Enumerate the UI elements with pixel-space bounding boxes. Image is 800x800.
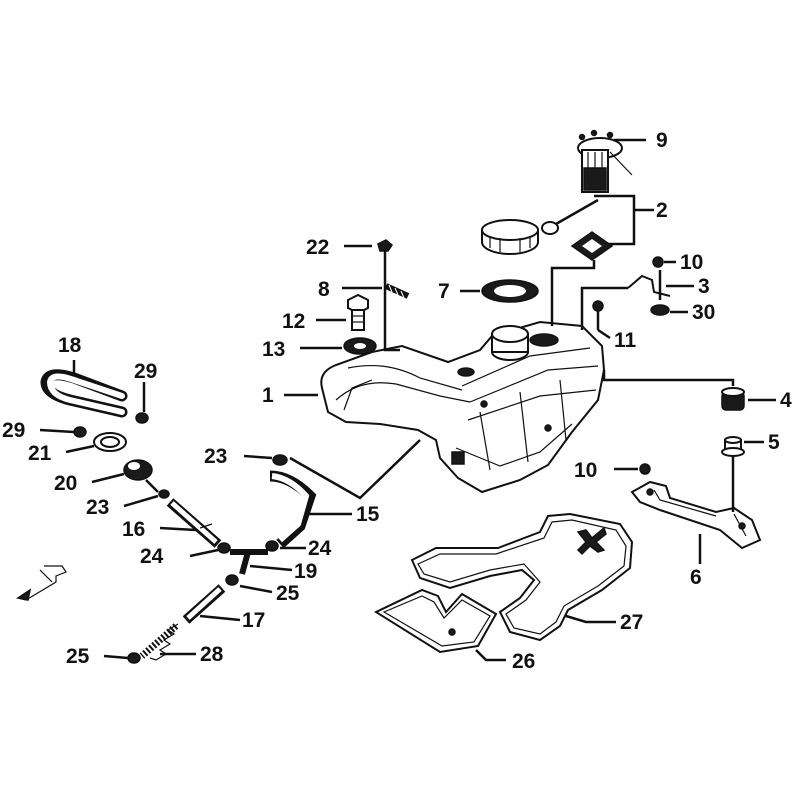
callout-3: 3 xyxy=(698,275,710,298)
callout-10-top: 10 xyxy=(680,251,703,274)
callout-7: 7 xyxy=(438,280,450,303)
part-pump-connector xyxy=(541,198,599,235)
part-bracket-6 xyxy=(630,480,762,550)
part-bolt-22 xyxy=(377,239,393,268)
callout-25-lower: 25 xyxy=(66,645,90,668)
part-tjoint-19 xyxy=(230,549,268,575)
part-fuel-tank xyxy=(320,320,606,494)
callout-17: 17 xyxy=(242,609,265,632)
part-clamp-25-lower xyxy=(127,652,141,664)
callout-16: 16 xyxy=(122,518,145,541)
part-washer-13 xyxy=(343,337,377,355)
part-bolt-12 xyxy=(347,293,369,331)
callout-25-upper: 25 xyxy=(276,582,300,605)
callout-24-left: 24 xyxy=(140,545,164,568)
callout-2: 2 xyxy=(656,199,668,222)
callout-10-bottom: 10 xyxy=(574,459,597,482)
part-gasket xyxy=(570,231,614,261)
callout-22: 22 xyxy=(306,236,329,259)
part-hose-18 xyxy=(40,369,128,418)
part-hose-15 xyxy=(269,470,317,549)
part-clamp-24-right xyxy=(265,540,279,552)
part-fuel-cap xyxy=(481,219,539,255)
part-bracket-3 xyxy=(627,270,671,300)
part-stud-8 xyxy=(384,283,410,299)
part-sheet-26 xyxy=(373,588,498,654)
leader-lines xyxy=(39,138,776,662)
callout-24-right: 24 xyxy=(308,537,332,560)
part-cap-ring xyxy=(481,279,539,303)
callout-12: 12 xyxy=(282,310,305,333)
part-clamp-24-left xyxy=(217,542,231,554)
part-rubber-mount-4 xyxy=(721,387,745,411)
callout-18: 18 xyxy=(58,334,82,357)
callout-29-right: 29 xyxy=(134,360,157,383)
part-nut-10-top xyxy=(652,256,664,268)
part-clamp-29-right xyxy=(135,412,149,424)
callout-9: 9 xyxy=(656,129,668,152)
callout-26: 26 xyxy=(512,650,535,673)
callout-6: 6 xyxy=(690,566,702,589)
callout-20: 20 xyxy=(54,472,77,495)
part-valve-20 xyxy=(123,459,159,493)
part-nut-10-bottom xyxy=(639,463,651,475)
part-small-bracket xyxy=(16,565,67,601)
callout-11: 11 xyxy=(614,329,637,352)
part-fuel-pump xyxy=(577,129,633,193)
callout-21: 21 xyxy=(28,442,52,465)
callout-23-left: 23 xyxy=(86,496,109,519)
part-clamp-23-left xyxy=(158,489,170,499)
part-nut-30 xyxy=(650,304,670,316)
callout-1: 1 xyxy=(262,384,274,407)
part-ring-21 xyxy=(93,432,127,452)
callout-13: 13 xyxy=(262,338,285,361)
part-clamp-29-left xyxy=(73,426,87,438)
callout-29-left: 29 xyxy=(2,419,25,442)
callout-27: 27 xyxy=(620,611,643,634)
part-hose-16 xyxy=(166,498,222,548)
part-hose-17 xyxy=(182,584,226,624)
part-clamp-25-upper xyxy=(225,574,239,586)
callout-4: 4 xyxy=(780,389,792,412)
callout-19: 19 xyxy=(294,560,317,583)
callout-23-upper: 23 xyxy=(204,445,227,468)
part-clamp-23-upper xyxy=(272,454,288,466)
callout-28: 28 xyxy=(200,643,224,666)
callout-5: 5 xyxy=(768,431,780,454)
callout-30: 30 xyxy=(692,301,715,324)
part-screw-11 xyxy=(592,300,604,330)
callout-8: 8 xyxy=(318,278,330,301)
part-collar-5 xyxy=(721,436,745,457)
part-spring-28 xyxy=(139,623,179,661)
callout-labels: 9 2 22 10 8 7 3 30 12 11 13 18 29 1 4 29… xyxy=(2,129,792,673)
part-sheet-27 xyxy=(410,512,634,642)
callout-15: 15 xyxy=(356,503,380,526)
